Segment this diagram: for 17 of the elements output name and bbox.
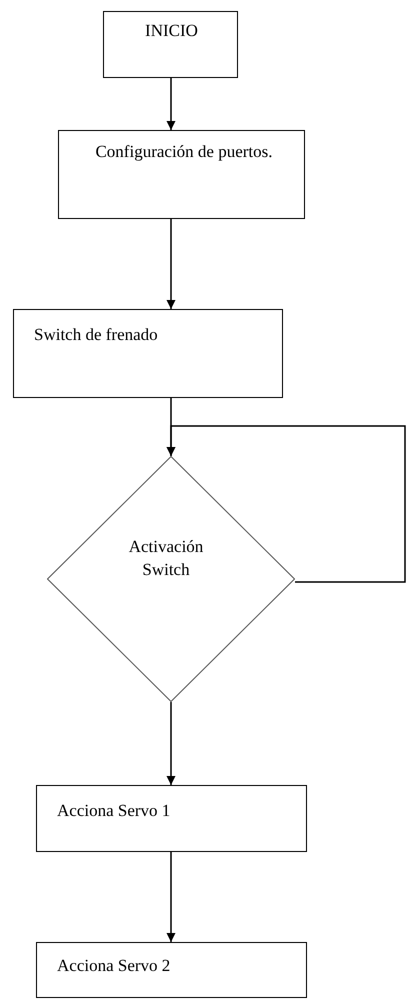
decision-diamond (47, 456, 295, 702)
arrow (166, 702, 176, 785)
node-text: Configuración de puertos. (94, 141, 274, 163)
arrow (166, 219, 176, 309)
process-box (58, 130, 305, 219)
process-box (103, 11, 238, 78)
process-box (36, 942, 307, 998)
process-box (13, 309, 283, 398)
node-text: Acciona Servo 2 (57, 955, 172, 977)
node-text: Activación Switch (128, 536, 204, 581)
node-text: Switch de frenado (34, 324, 159, 346)
arrow (166, 852, 176, 942)
node-text: Acciona Servo 1 (57, 800, 172, 822)
arrow (166, 78, 176, 130)
node-text: INICIO (144, 20, 199, 42)
process-box (36, 785, 307, 852)
arrow (166, 425, 406, 583)
